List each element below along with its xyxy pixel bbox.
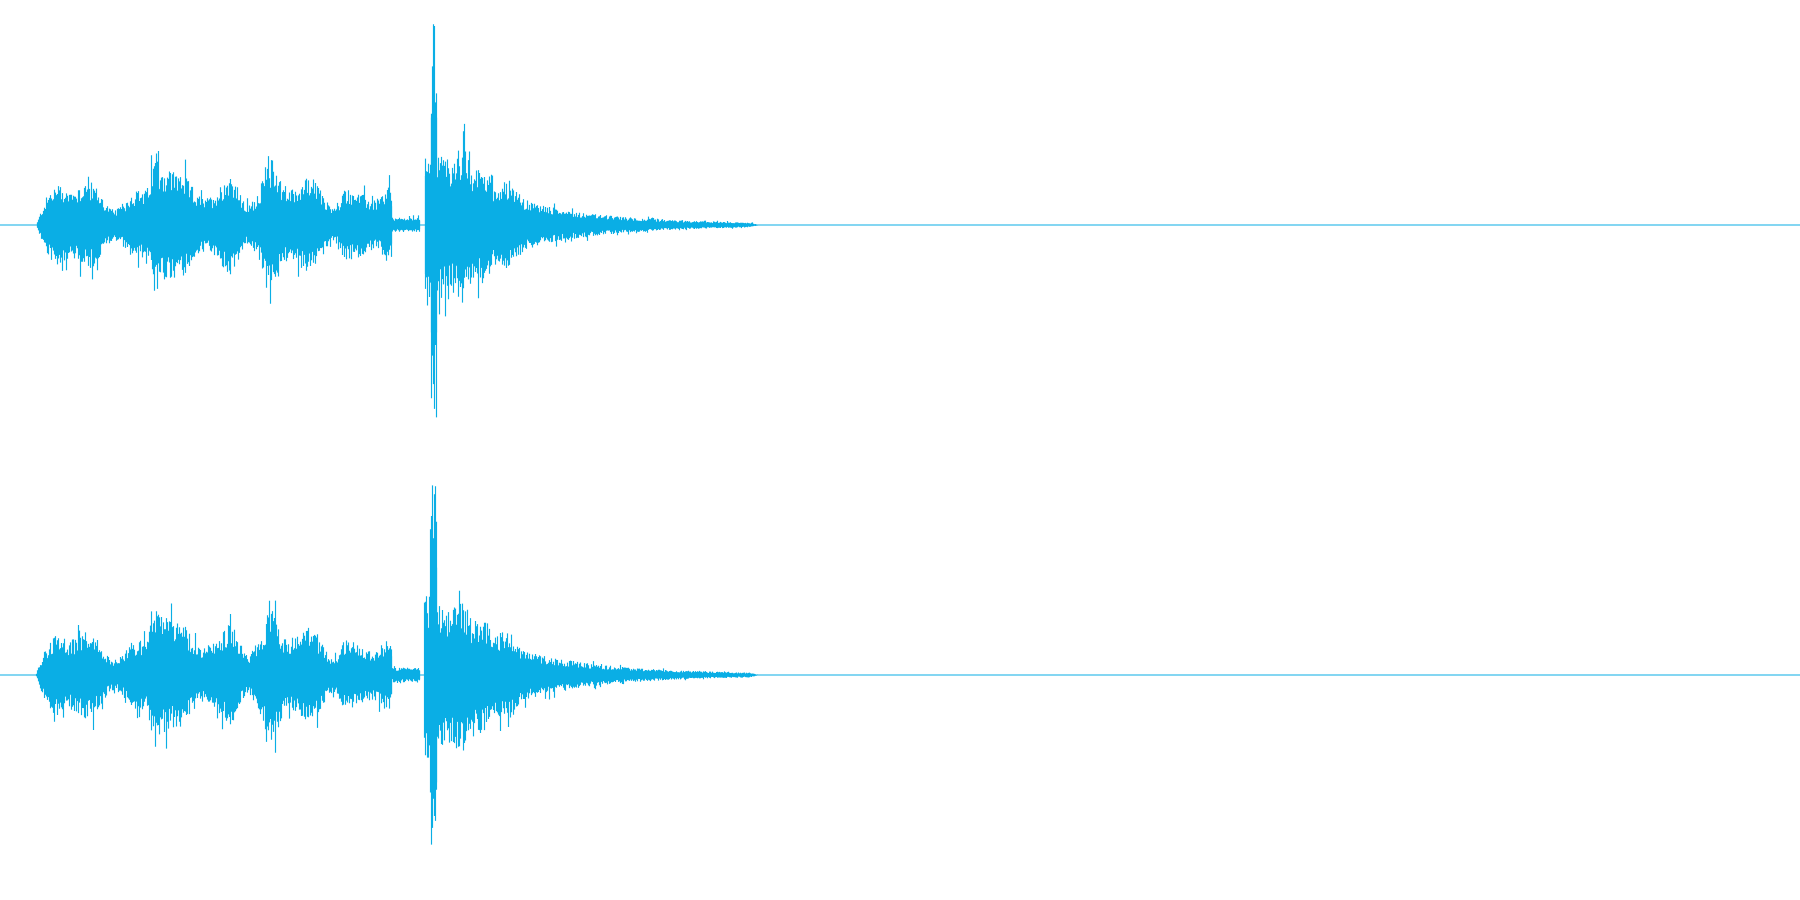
waveform-channel-1: [0, 24, 1800, 418]
waveform-signal-core: [36, 559, 757, 791]
waveform-signal-core: [36, 109, 757, 341]
waveform-channel-2: [0, 485, 1800, 845]
